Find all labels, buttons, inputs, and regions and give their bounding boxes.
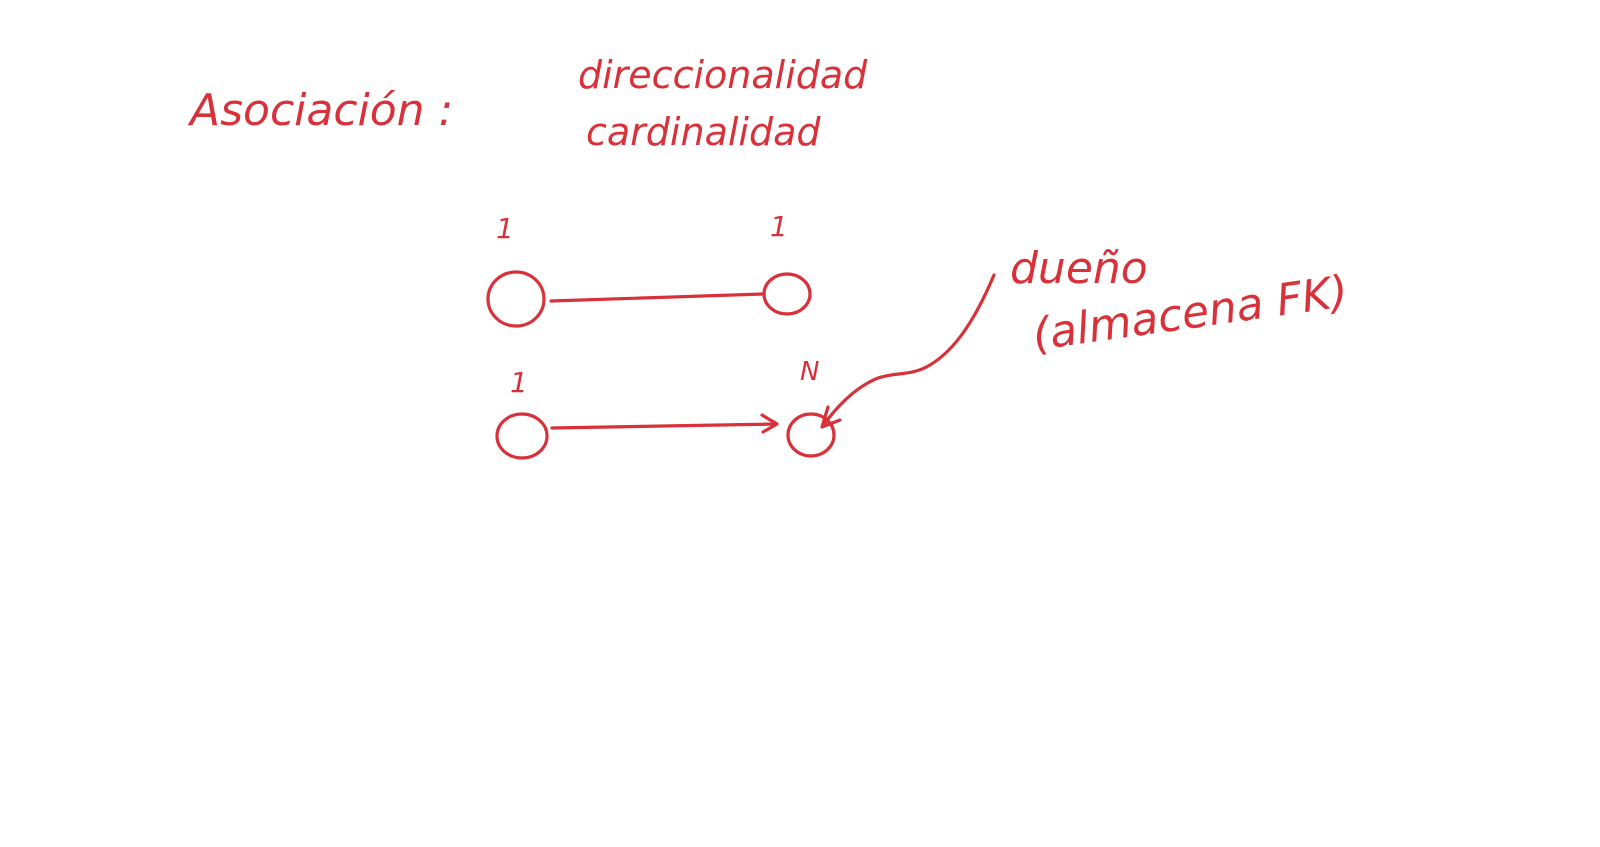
topic-direccionalidad: direccionalidad [578, 53, 868, 97]
row1-right-entity [762, 272, 812, 316]
row2-left-entity [495, 412, 549, 460]
row1-association-line [549, 292, 766, 303]
row1-right-cardinality: 1 [770, 210, 788, 243]
heading-text: Asociación : [187, 85, 453, 136]
row1-left-cardinality: 1 [496, 212, 514, 245]
row2-directed-arrow [550, 413, 779, 434]
row2-right-cardinality: N [800, 357, 819, 387]
row2-left-cardinality: 1 [510, 366, 528, 399]
annotation-owner-text: dueño [1010, 243, 1148, 294]
topic-cardinalidad: cardinalidad [586, 110, 821, 154]
annotation-pointer-arrow [820, 273, 996, 429]
row2-right-entity [786, 412, 836, 458]
row1-left-entity [486, 270, 546, 328]
